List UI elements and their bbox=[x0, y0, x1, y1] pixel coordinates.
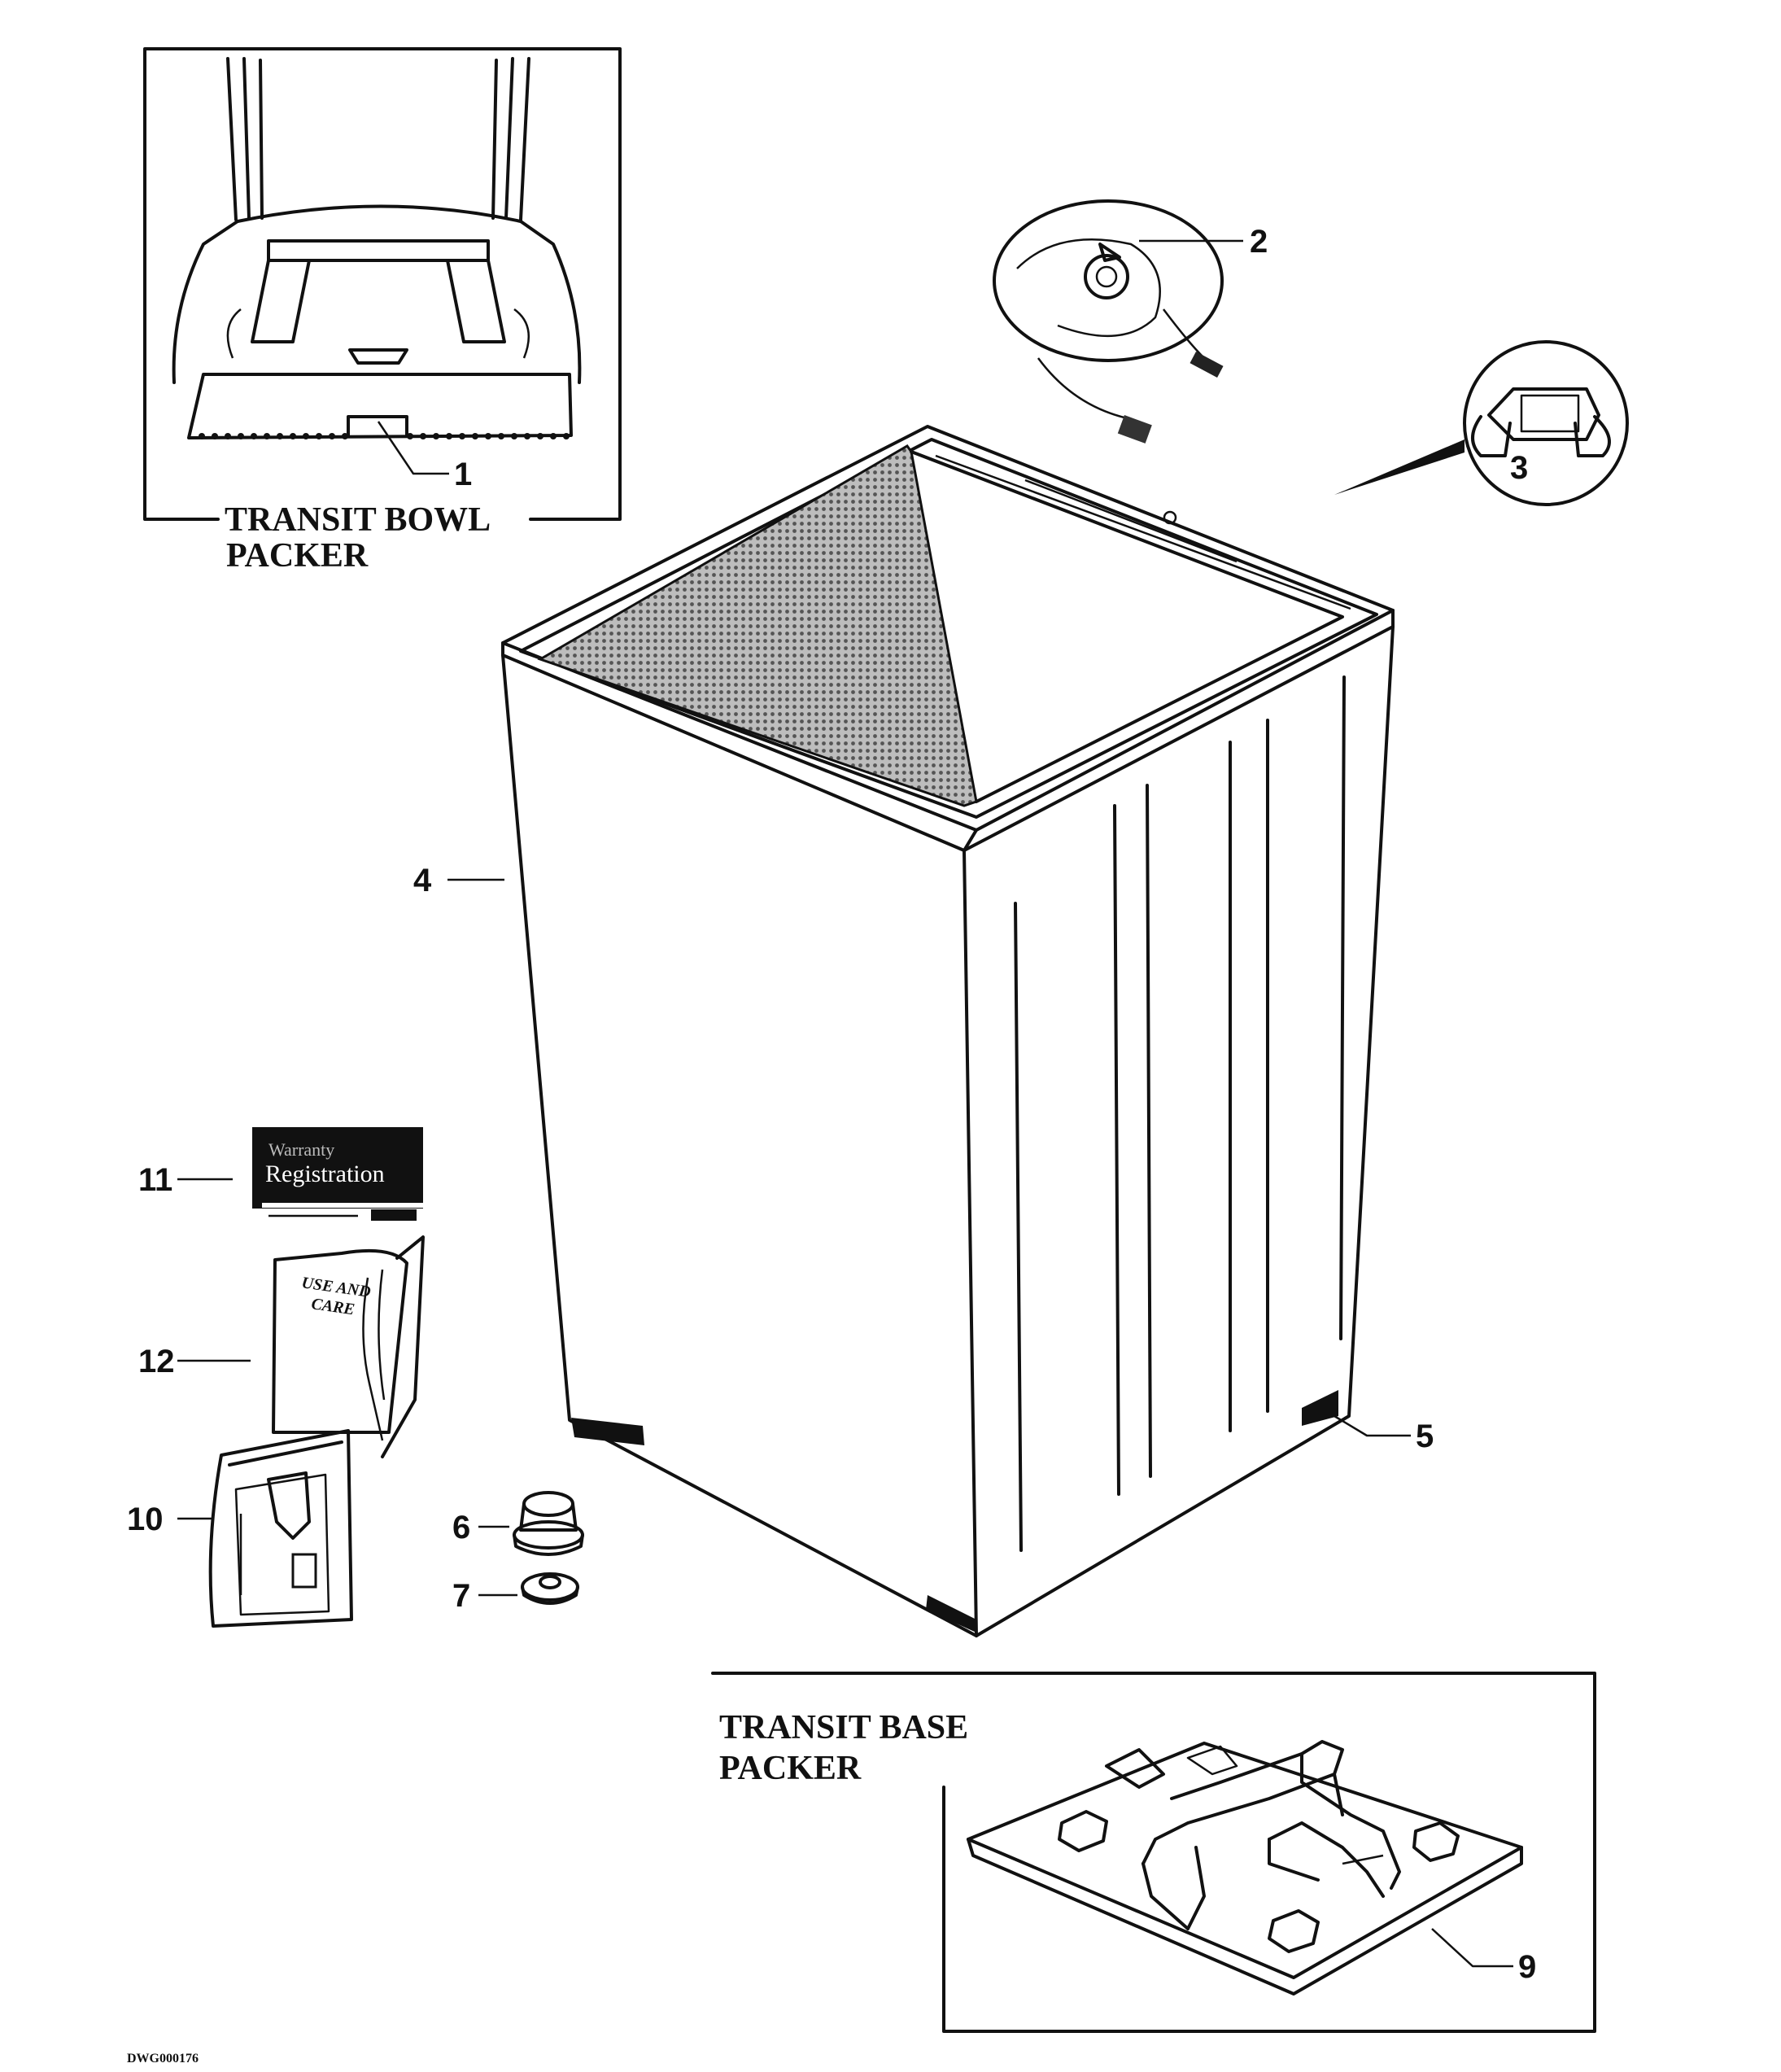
warranty-card-line1: Warranty bbox=[268, 1139, 334, 1160]
part-3-clip-detail: 3 bbox=[1334, 340, 1629, 506]
callout-11: 11 bbox=[138, 1162, 172, 1198]
leader-line-5 bbox=[1334, 1414, 1411, 1437]
part-12-use-and-care-manual: USE AND CARE 12 bbox=[138, 1235, 425, 1458]
base-packer-caption-line1: TRANSIT BASE bbox=[719, 1709, 968, 1746]
warranty-card-line2: Registration bbox=[265, 1161, 385, 1187]
base-packer-caption-line2: PACKER bbox=[719, 1750, 862, 1787]
part-4-cabinet: 4 bbox=[413, 425, 1395, 1637]
base-packer-frame bbox=[711, 1672, 1596, 2033]
manual-title-line2: CARE bbox=[310, 1295, 356, 1318]
transit-bowl-packer-inset: TRANSIT BOWL PACKER 1 bbox=[143, 47, 622, 575]
callout-6: 6 bbox=[452, 1510, 470, 1545]
callout-1: 1 bbox=[454, 457, 472, 492]
callout-4: 4 bbox=[413, 863, 432, 898]
bowl-packer-caption-line1: TRANSIT BOWL bbox=[225, 501, 491, 539]
clip-pointer bbox=[1334, 439, 1465, 495]
part-6-drain-plug: 6 bbox=[452, 1491, 584, 1556]
part-10-hardware-bag: 10 bbox=[127, 1429, 353, 1628]
callout-7: 7 bbox=[452, 1578, 470, 1614]
bowl-packer-frame bbox=[143, 47, 622, 521]
cabinet-top-opening bbox=[537, 444, 978, 807]
bowl-packer-drawing bbox=[172, 57, 582, 439]
transit-base-packer-inset: TRANSIT BASE PACKER 9 bbox=[711, 1672, 1596, 2033]
callout-10: 10 bbox=[127, 1502, 164, 1537]
callout-12: 12 bbox=[138, 1344, 175, 1379]
manual-title-line1: USE AND bbox=[300, 1274, 372, 1301]
part-7-grommet: 7 bbox=[452, 1572, 579, 1614]
base-packer-drawing bbox=[967, 1740, 1523, 1996]
part-11-warranty-card: Warranty Registration 11 bbox=[138, 1127, 425, 1221]
callout-5: 5 bbox=[1416, 1418, 1434, 1454]
callout-9: 9 bbox=[1518, 1949, 1536, 1985]
part-2-hose-assembly: 2 bbox=[993, 199, 1268, 444]
leader-line-9 bbox=[1431, 1928, 1513, 1968]
bowl-packer-caption-line2: PACKER bbox=[226, 537, 369, 575]
callout-3: 3 bbox=[1510, 450, 1528, 486]
callout-2: 2 bbox=[1250, 224, 1268, 260]
drawing-number: DWG000176 bbox=[127, 2052, 199, 2065]
leader-line-1 bbox=[377, 421, 449, 475]
